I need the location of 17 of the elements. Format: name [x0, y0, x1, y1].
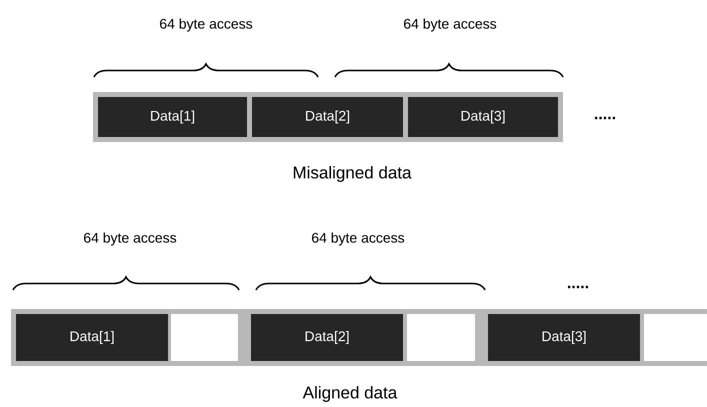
padding-block	[407, 314, 475, 361]
brace-label: 64 byte access	[84, 232, 176, 246]
data-block: Data[1]	[16, 314, 168, 361]
data-block: Data[3]	[488, 314, 640, 361]
caption: Aligned data	[302, 386, 398, 402]
ellipsis: .....	[594, 116, 616, 120]
data-block: Data[2]	[251, 314, 403, 361]
brace-label: 64 byte access	[312, 232, 404, 246]
padding-block	[644, 314, 707, 361]
padding-block	[171, 314, 238, 361]
data-block: Data[1]	[98, 97, 247, 137]
data-block: Data[3]	[408, 97, 558, 137]
ellipsis: .....	[568, 286, 588, 288]
brace-label: 64 byte access	[404, 18, 496, 32]
caption: Misaligned data	[294, 166, 412, 182]
brace-label: 64 byte access	[160, 18, 252, 32]
data-block: Data[2]	[252, 97, 403, 137]
